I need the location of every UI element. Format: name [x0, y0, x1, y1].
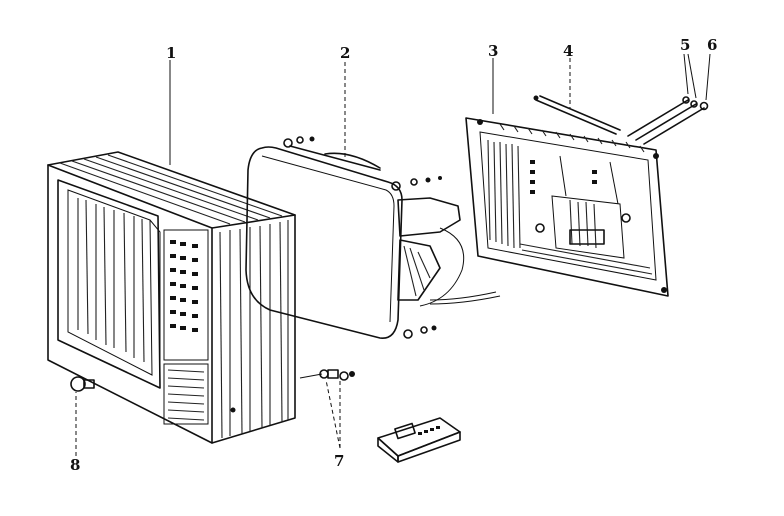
- remote-control: [377, 417, 461, 463]
- callout-8: 8: [70, 456, 80, 474]
- tv-cabinet: [47, 151, 296, 444]
- callout-3: 3: [488, 42, 498, 60]
- rods-and-pins: [627, 96, 709, 145]
- leader-lines: [75, 53, 711, 456]
- chassis-frame: [465, 117, 669, 297]
- antenna-rods: [533, 95, 621, 135]
- picture-tube: [245, 136, 501, 339]
- callout-7: 7: [334, 452, 344, 470]
- callout-6: 6: [707, 36, 717, 54]
- callout-5: 5: [680, 36, 690, 54]
- knob: [70, 376, 95, 392]
- callout-2: 2: [340, 44, 350, 62]
- callout-1: 1: [166, 44, 176, 62]
- fasteners: [299, 369, 355, 381]
- callout-4: 4: [563, 42, 573, 60]
- callout-labels: 1 2 3 4 5 6 7 8: [70, 36, 717, 474]
